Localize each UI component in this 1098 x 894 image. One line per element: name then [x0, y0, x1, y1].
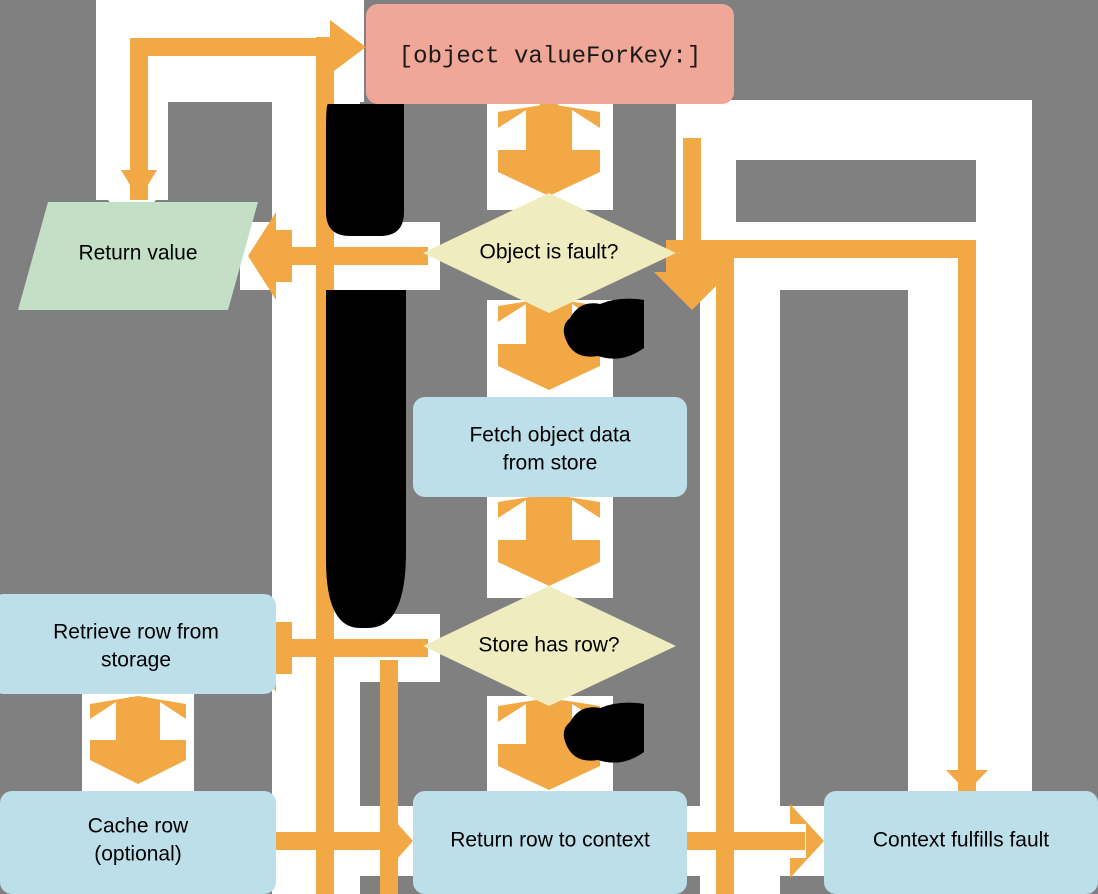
edge-store-to-retrieve-line [276, 639, 428, 657]
node-cache-row-label-line1: Cache row [88, 815, 189, 838]
edge-cache-to-returnrow-line [276, 832, 394, 850]
edge-fault-to-fetch-arrow [498, 298, 600, 390]
node-context-fulfills-fault-label: Context fulfills fault [873, 829, 1049, 852]
node-return-value-shape[interactable] [18, 202, 258, 310]
node-context-fulfills-fault-shape[interactable] [824, 791, 1098, 894]
node-retrieve-row-label-line1: Retrieve row from [53, 621, 219, 644]
node-start-shape[interactable] [366, 4, 734, 104]
node-retrieve-row-shape[interactable] [0, 594, 276, 694]
node-store-has-row[interactable]: Store has row? [423, 586, 676, 706]
node-cache-row-label-line2: (optional) [94, 843, 182, 866]
edge-fault-to-returnvalue-arrow [248, 212, 292, 300]
edge-right-loop-into-fault [676, 240, 700, 258]
redaction-mid-left [326, 290, 406, 628]
edge-into-start-horiz [130, 38, 346, 56]
node-cache-row-shape[interactable] [0, 791, 276, 894]
node-retrieve-row-label-line2: storage [101, 649, 171, 672]
redaction-top-left [326, 104, 404, 236]
node-return-row-to-context-shape[interactable] [413, 791, 687, 894]
edge-start-to-fault-arrow [498, 104, 600, 196]
edge-context-down-arrow [946, 760, 988, 792]
node-return-row-to-context[interactable]: Return row to context [413, 791, 687, 894]
edge-right-loop-vert-up [958, 240, 976, 800]
redaction-blobs [326, 104, 644, 763]
edge-store-to-returnrow-arrow [498, 698, 600, 790]
edge-into-start-arrowhead [316, 20, 366, 74]
edge-retrieve-to-cache-arrow [90, 696, 186, 784]
halo-right-vert-mid [700, 250, 780, 894]
connector-lines [90, 20, 988, 894]
halo-right-loop-corner [676, 100, 1032, 300]
node-fetch-object-data-shape[interactable] [413, 397, 687, 497]
node-start-label: [object valueForKey:] [399, 43, 701, 70]
redaction-store-has-row-no [563, 702, 644, 763]
edge-returnrow-to-context-arrow [790, 804, 824, 878]
edge-right-loop-horiz [700, 240, 976, 258]
edge-centerleft-vert [380, 660, 398, 894]
edge-returnrow-to-context-line [687, 832, 805, 850]
node-return-value-label: Return value [78, 242, 197, 265]
node-store-has-row-label: Store has row? [478, 634, 619, 657]
node-fetch-object-data-label-line2: from store [503, 452, 598, 475]
node-fetch-object-data-label-line1: Fetch object data [469, 424, 630, 447]
node-return-value[interactable]: Return value [18, 202, 258, 310]
node-store-has-row-shape[interactable] [423, 586, 676, 706]
redaction-object-is-fault-no [563, 298, 644, 359]
node-cache-row[interactable]: Cache row (optional) [0, 791, 276, 894]
node-object-is-fault-shape[interactable] [423, 193, 676, 313]
node-retrieve-row[interactable]: Retrieve row from storage [0, 594, 276, 694]
node-start[interactable]: [object valueForKey:] [366, 4, 734, 104]
edge-fault-to-returnvalue-line [276, 247, 428, 265]
edge-topleft-arrowhead [121, 170, 157, 200]
edge-right-loop-arrowhead-down [654, 240, 730, 310]
node-object-is-fault[interactable]: Object is fault? [423, 193, 676, 313]
edge-rightcenter-vert [716, 258, 734, 894]
edge-right-loop-down [683, 138, 701, 258]
edge-fetch-to-store-arrow [498, 494, 600, 586]
edge-return-loop-to-start-down [130, 38, 148, 200]
node-object-is-fault-label: Object is fault? [480, 241, 619, 264]
node-fetch-object-data[interactable]: Fetch object data from store [413, 397, 687, 497]
node-return-row-to-context-label: Return row to context [450, 829, 650, 852]
node-context-fulfills-fault[interactable]: Context fulfills fault [824, 791, 1098, 894]
